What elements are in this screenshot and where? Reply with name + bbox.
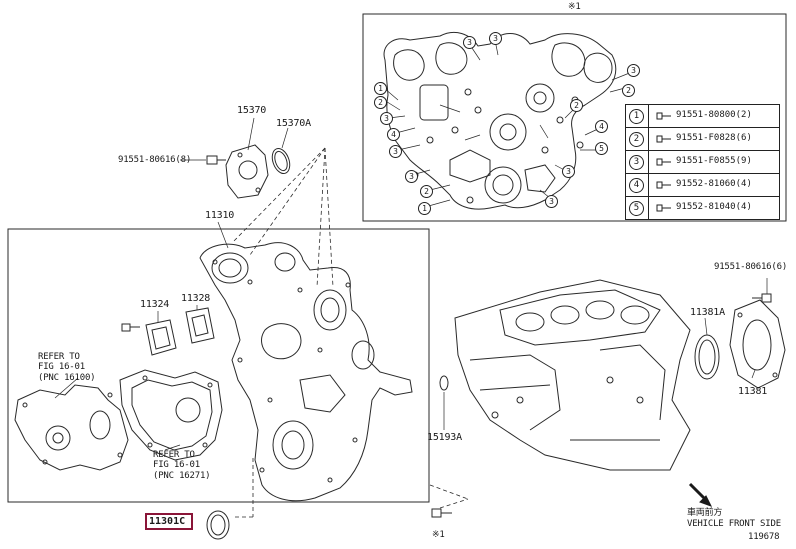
bolt-bottom: [431, 508, 452, 518]
callout-3: 3: [405, 170, 418, 183]
label-11381: 11381: [738, 386, 768, 397]
callout-1: 1: [374, 82, 387, 95]
bolt-6: [752, 293, 772, 303]
callout-3: 3: [545, 195, 558, 208]
figure-code: 119678: [748, 532, 780, 542]
label-15370: 15370: [237, 105, 267, 116]
water-pump: [14, 384, 129, 471]
bolt-icon: [656, 112, 671, 120]
legend-number: 4: [629, 178, 644, 193]
callout-3: 3: [489, 32, 502, 45]
gasket-11328: [185, 307, 215, 344]
callout-2: 2: [374, 96, 387, 109]
callout-1: 1: [418, 202, 431, 215]
inset-frame: [362, 13, 787, 222]
dashed-leaders: [231, 147, 469, 518]
bolt-8: [206, 155, 226, 165]
highlighted-part-11301C[interactable]: 11301C: [145, 513, 193, 530]
legend-number: 1: [629, 109, 644, 124]
refer-note-2-line2: FIG 16-01: [153, 460, 200, 470]
callout-4: 4: [595, 120, 608, 133]
legend-number: 5: [629, 201, 644, 216]
label-bolt-91551-80616-8: 91551-80616(8): [118, 155, 192, 165]
label-bolt-91551-80616-6: 91551-80616(6): [714, 262, 788, 272]
gasket-11324: [145, 319, 177, 356]
legend-row: 4 91552-81060(4): [626, 173, 779, 196]
bolt-icon: [656, 158, 671, 166]
water-inlet-housing: [225, 144, 269, 199]
legend-row: 3 91551-F0855(9): [626, 150, 779, 173]
oil-seal-retainer-11381: [729, 299, 786, 389]
legend-part-number: 91551-80800(2): [676, 110, 752, 120]
callout-3: 3: [389, 145, 402, 158]
legend-part-number: 91551-F0855(9): [676, 156, 752, 166]
label-11301C: 11301C: [149, 516, 186, 527]
legend-row: 1 91551-80800(2): [626, 105, 779, 127]
label-11324: 11324: [140, 299, 170, 310]
note-mark-top: ※1: [568, 2, 581, 12]
label-15193A: 15193A: [427, 432, 462, 443]
vehicle-front-arrow: [688, 482, 713, 507]
label-leaders: [54, 117, 768, 451]
inset-engine-front: [383, 31, 617, 210]
callout-2: 2: [570, 99, 583, 112]
front-side-en: VEHICLE FRONT SIDE: [687, 519, 781, 529]
ring-15193A: [439, 375, 449, 391]
callout-3: 3: [627, 64, 640, 77]
bolt-icon: [656, 181, 671, 189]
cylinder-block: [454, 279, 691, 471]
legend-part-number: 91551-F0828(6): [676, 133, 752, 143]
label-11328: 11328: [181, 293, 211, 304]
refer-note-1-line2: FIG 16-01: [38, 362, 85, 372]
o-ring-15370A: [271, 147, 291, 175]
assembly-frame: [7, 228, 430, 503]
callout-5: 5: [595, 142, 608, 155]
callout-2: 2: [420, 185, 433, 198]
label-11310: 11310: [205, 210, 235, 221]
label-11381A: 11381A: [690, 307, 725, 318]
callout-3: 3: [562, 165, 575, 178]
oil-seal-11381A: [694, 334, 720, 380]
note-mark-bottom: ※1: [432, 530, 445, 540]
refer-note-2-line3: (PNC 16271): [153, 471, 211, 481]
legend-part-number: 91552-81060(4): [676, 179, 752, 189]
legend-number: 3: [629, 155, 644, 170]
refer-note-1-line3: (PNC 16100): [38, 373, 96, 383]
bolt-legend-table: 1 91551-80800(2) 2 91551-F0828(6) 3 9155…: [625, 104, 780, 220]
refer-note-1-line1: REFER TO: [38, 352, 80, 362]
callout-3: 3: [463, 36, 476, 49]
oil-seal-11301C: [206, 510, 230, 540]
bolt-icon: [656, 135, 671, 143]
callout-3: 3: [380, 112, 393, 125]
callout-2: 2: [622, 84, 635, 97]
callout-4: 4: [387, 128, 400, 141]
legend-number: 2: [629, 132, 644, 147]
legend-row: 5 91552-81040(4): [626, 196, 779, 219]
bolt-small-left: [121, 323, 140, 332]
water-pump-gasket: [119, 369, 223, 461]
legend-row: 2 91551-F0828(6): [626, 127, 779, 150]
timing-chain-cover: [199, 242, 413, 502]
bolt-icon: [656, 204, 671, 212]
refer-note-2-line1: REFER TO: [153, 450, 195, 460]
front-side-jp: 車両前方: [687, 508, 723, 518]
label-15370A: 15370A: [276, 118, 311, 129]
legend-part-number: 91552-81040(4): [676, 202, 752, 212]
